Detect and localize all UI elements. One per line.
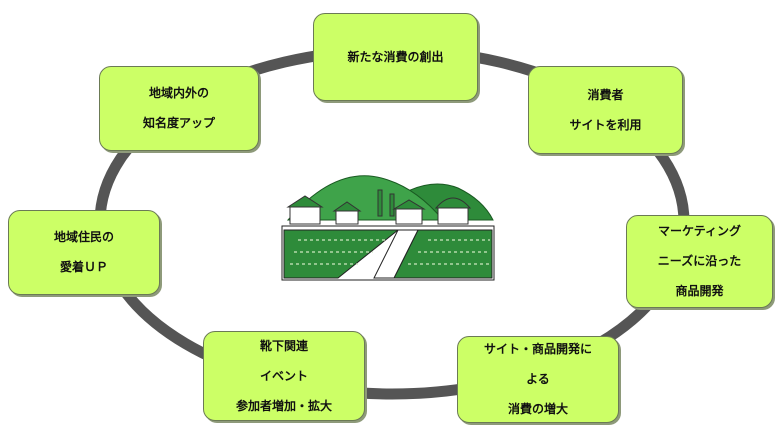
fields [281, 225, 495, 281]
node-line: 消費者 [587, 87, 624, 102]
node-line: 新たな消費の創出 [347, 49, 444, 64]
node-line: イベント [259, 368, 308, 383]
node-awareness: 地域内外の 知名度アップ [99, 66, 259, 151]
node-event: 靴下関連 イベント 参加者増加・拡大 [203, 331, 365, 421]
node-line: サイト・商品開発に [483, 342, 592, 356]
node-line: ニーズに沿った [657, 254, 742, 268]
node-marketing: マーケティング ニーズに沿った 商品開発 [626, 215, 773, 308]
node-line: 商品開発 [675, 284, 724, 298]
node-site-product: サイト・商品開発に よる 消費の増大 [457, 336, 619, 423]
node-line: 地域住民の [53, 230, 114, 244]
node-line: 愛着ＵＰ [59, 260, 108, 274]
node-consumer-site: 消費者 サイトを利用 [528, 66, 683, 154]
node-line: 地域内外の [148, 86, 209, 100]
village-illustration [281, 175, 495, 281]
node-line: 靴下関連 [259, 338, 308, 353]
node-new-consumption: 新たな消費の創出 [313, 13, 478, 101]
node-line: サイトを利用 [569, 117, 642, 132]
node-line: 参加者増加・拡大 [235, 398, 332, 413]
node-line: マーケティング [657, 224, 742, 238]
node-local-love: 地域住民の 愛着ＵＰ [8, 210, 160, 295]
houses [286, 189, 472, 225]
node-line: 知名度アップ [142, 116, 215, 130]
node-line: 消費の増大 [507, 402, 568, 416]
node-line: よる [526, 372, 550, 386]
